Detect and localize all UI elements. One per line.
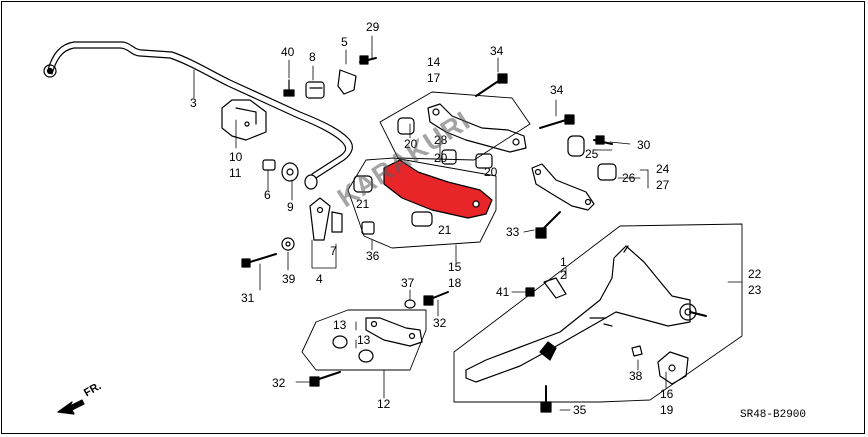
compensator-arm[interactable]	[531, 135, 617, 211]
bolt-34-upper[interactable]	[475, 73, 508, 97]
label-21-left: 21	[356, 197, 370, 211]
upper-arm[interactable]	[397, 103, 527, 169]
label-5: 5	[341, 35, 348, 49]
diagram-code: SR48-B2900	[740, 409, 807, 421]
nut-38[interactable]	[631, 345, 643, 357]
collar-and-bushing[interactable]	[262, 159, 299, 182]
bolt-33[interactable]	[535, 211, 561, 239]
label-20-third: 20	[484, 165, 498, 179]
label-27: 27	[656, 178, 670, 192]
bolt-31[interactable]	[241, 253, 277, 268]
label-22: 22	[748, 267, 762, 281]
label-13-upper: 13	[333, 318, 347, 332]
link-plate[interactable]	[332, 317, 423, 363]
label-16: 16	[660, 387, 674, 401]
washer-39[interactable]	[281, 237, 295, 251]
label-9: 9	[287, 200, 294, 214]
label-37: 37	[401, 276, 415, 290]
label-6: 6	[264, 188, 271, 202]
label-12: 12	[377, 397, 391, 411]
label-32-lower: 32	[272, 376, 286, 390]
front-arrow-icon	[57, 399, 85, 415]
label-34-upper: 34	[490, 44, 504, 58]
bracket-1-2[interactable]	[525, 277, 567, 299]
stabilizer-bar[interactable]	[43, 41, 353, 190]
lower-arm-group-box	[347, 157, 497, 249]
bolt-32-lower[interactable]	[309, 371, 341, 387]
label-38: 38	[629, 369, 643, 383]
label-2: 2	[560, 268, 567, 282]
bolt-30[interactable]	[593, 135, 613, 145]
bump-stopper[interactable]	[657, 351, 689, 385]
label-3: 3	[190, 96, 197, 110]
label-17: 17	[427, 71, 441, 85]
label-25: 25	[585, 147, 599, 161]
label-32-upper: 32	[433, 316, 447, 330]
bolt-36[interactable]	[361, 221, 375, 235]
label-29: 29	[366, 20, 380, 34]
label-36: 36	[366, 249, 380, 263]
link-plate-group-box	[301, 309, 427, 371]
label-39: 39	[282, 272, 296, 286]
upper-arm-group-box	[379, 91, 531, 161]
label-35: 35	[573, 403, 587, 417]
label-33: 33	[506, 225, 520, 239]
stabilizer-link[interactable]	[309, 197, 343, 241]
label-8: 8	[309, 50, 316, 64]
stabilizer-bracket[interactable]	[221, 99, 267, 141]
trailing-arm-group-box	[453, 223, 743, 403]
label-1: 1	[560, 255, 567, 269]
label-19: 19	[660, 403, 674, 417]
label-11: 11	[229, 166, 242, 180]
bolt-34-right[interactable]	[539, 114, 575, 129]
label-41: 41	[496, 285, 510, 299]
bushing-8-and-bolt-40[interactable]	[283, 79, 325, 99]
label-15: 15	[448, 260, 462, 274]
label-24: 24	[656, 162, 670, 176]
label-13-lower: 13	[357, 333, 371, 347]
label-21-right: 21	[438, 223, 452, 237]
label-14: 14	[427, 55, 441, 69]
label-18: 18	[448, 276, 462, 290]
label-26: 26	[622, 171, 636, 185]
trailing-arm[interactable]	[465, 245, 707, 383]
label-40: 40	[281, 45, 295, 59]
label-31: 31	[241, 291, 255, 305]
label-30: 30	[637, 138, 651, 152]
bolt-32-upper[interactable]	[423, 291, 449, 306]
label-20-left: 20	[404, 137, 418, 151]
label-34-right: 34	[550, 83, 564, 97]
nut-37[interactable]	[404, 299, 416, 309]
label-28: 28	[434, 133, 448, 147]
label-10: 10	[229, 150, 243, 164]
bolt-35[interactable]	[540, 385, 552, 413]
label-4: 4	[316, 272, 323, 286]
leader-lines	[193, 35, 743, 411]
label-20-right: 20	[434, 151, 448, 165]
lower-arm-highlighted[interactable]	[353, 159, 493, 227]
bracket-5-bolt-29[interactable]	[337, 55, 377, 95]
label-23: 23	[748, 283, 762, 297]
label-7: 7	[330, 244, 337, 258]
